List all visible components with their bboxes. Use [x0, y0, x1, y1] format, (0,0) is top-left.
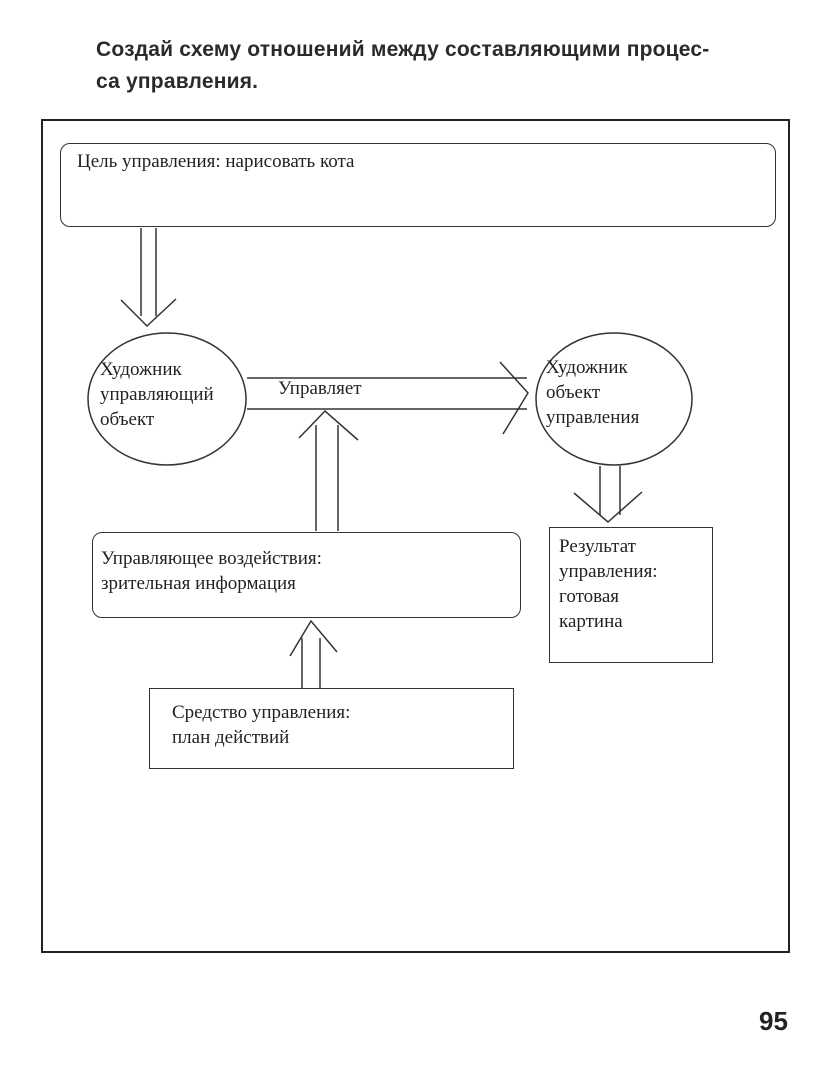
effect-box: Управляющее воздействия: зрительная инфо…: [92, 532, 521, 618]
effect-line-2: зрительная информация: [101, 573, 296, 594]
means-line-1: Средство управления:: [172, 702, 351, 723]
result-box: Результат управления: готовая картина: [549, 527, 713, 663]
means-box: Средство управления: план действий: [149, 688, 514, 769]
task-line-2: са управления.: [96, 70, 259, 93]
answer-frame: [41, 119, 790, 953]
manager-text: Художник управляющий объект: [100, 357, 214, 432]
means-line-2: план действий: [172, 727, 290, 748]
manager-line-2: управляющий: [100, 384, 214, 405]
result-line-1: Результат: [559, 536, 636, 557]
edge-label: Управляет: [278, 378, 362, 399]
effect-line-1: Управляющее воздействия:: [101, 548, 322, 569]
object-line-2: объект: [546, 382, 601, 403]
object-line-1: Художник: [546, 357, 628, 378]
object-line-3: управления: [546, 407, 640, 428]
task-line-1: Создай схему отношений между составляющи…: [96, 38, 710, 61]
result-line-3: готовая: [559, 586, 620, 607]
object-text: Художник объект управления: [546, 355, 639, 430]
manager-line-3: объект: [100, 409, 155, 430]
manager-line-1: Художник: [100, 359, 182, 380]
result-line-2: управления:: [559, 561, 658, 582]
result-line-4: картина: [559, 611, 623, 632]
goal-box: Цель управления: нарисовать кота: [60, 143, 776, 227]
page-number: 95: [759, 1006, 788, 1036]
task-text: Создай схему отношений между составляющи…: [96, 34, 796, 98]
goal-text: Цель управления: нарисовать кота: [77, 151, 355, 172]
